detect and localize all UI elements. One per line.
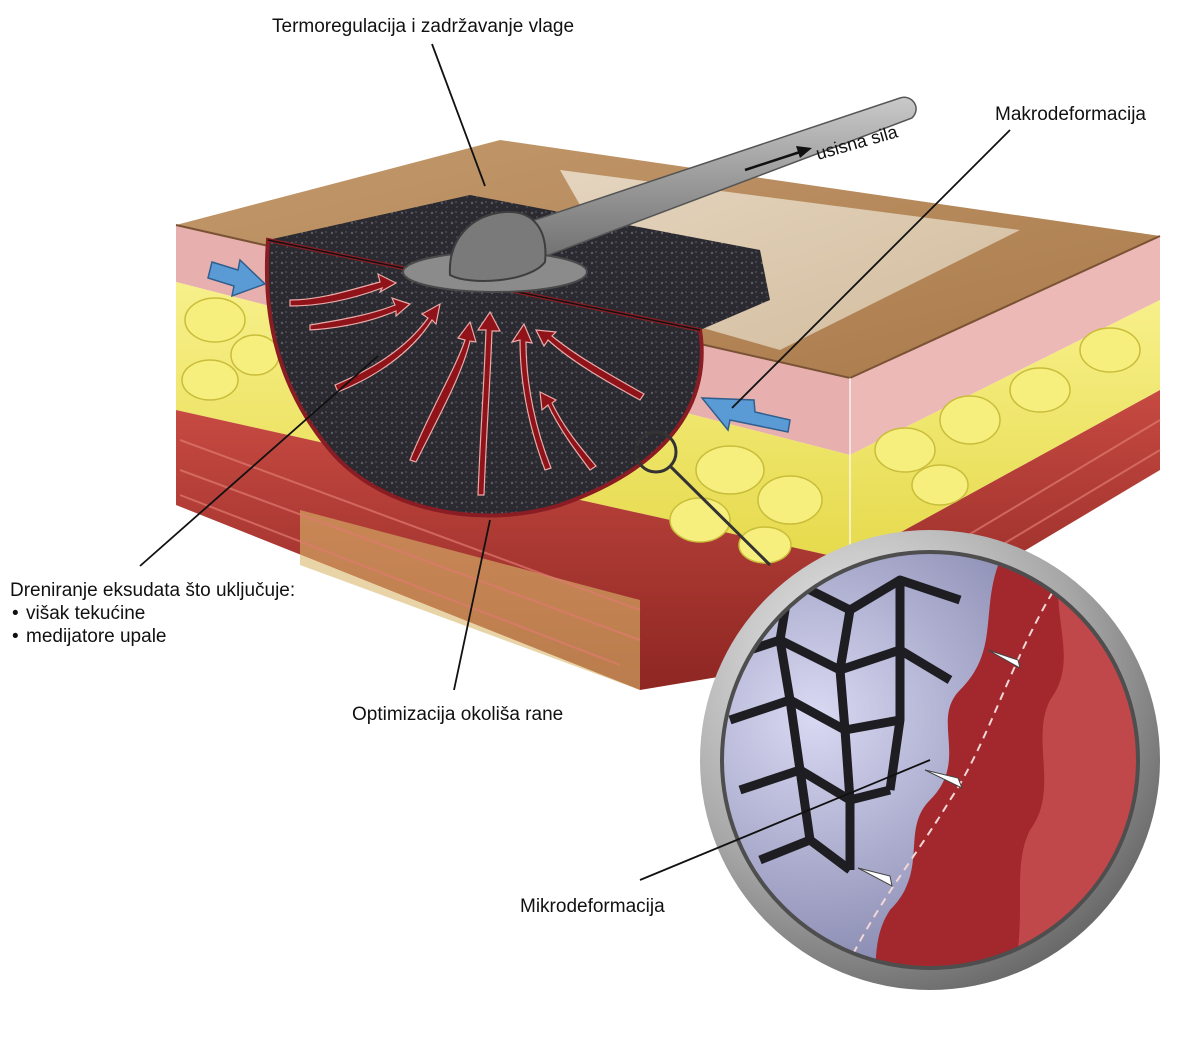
exudate-title: Dreniranje eksudata što uključuje: [10, 580, 295, 603]
label-wound-environment: Optimizacija okoliša rane [352, 704, 563, 727]
label-microdeformation: Mikrodeformacija [520, 896, 665, 919]
label-macrodeformation: Makrodeformacija [995, 104, 1146, 127]
label-thermoregulation: Termoregulacija i zadržavanje vlage [272, 16, 574, 39]
label-exudate-drainage: Dreniranje eksudata što uključuje: višak… [10, 580, 295, 648]
exudate-item: medijatore upale [10, 626, 295, 649]
exudate-item: višak tekućine [10, 603, 295, 626]
exudate-list: višak tekućine medijatore upale [10, 603, 295, 649]
